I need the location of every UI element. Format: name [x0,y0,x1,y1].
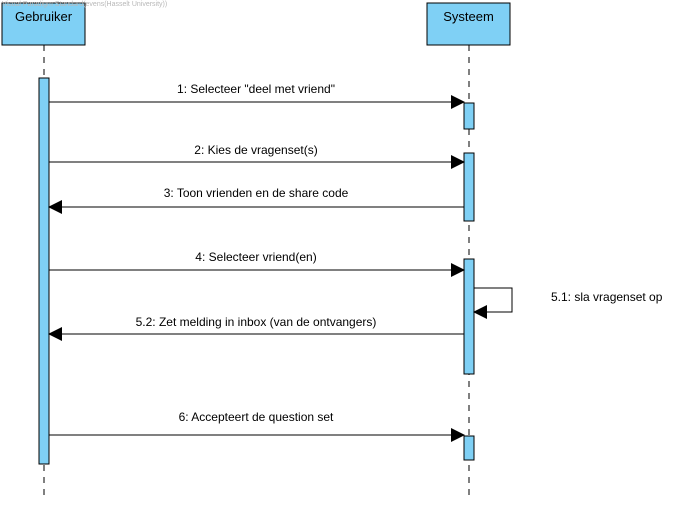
message-label-4: 4: Selecteer vriend(en) [195,250,316,264]
participant-box-systeem [426,2,511,46]
message-2[interactable]: 2: Kies de vragenset(s) [49,143,465,169]
message-5-1[interactable]: 5.1: sla vragenset op [473,287,663,319]
message-label-6: 6: Accepteert de question set [179,410,334,424]
message-label-5-1: 5.1: sla vragenset op [551,290,663,304]
message-4[interactable]: 4: Selecteer vriend(en) [49,250,465,277]
activation-bar-systeem-4[interactable] [463,435,475,461]
watermark: Visual Paradigm Standard(evens(Hasselt U… [2,1,168,8]
activation-bar-systeem-2[interactable] [463,152,475,222]
message-arrow-5-1 [473,287,513,319]
participant-label-systeem: Systeem [443,9,494,24]
message-label-5-2: 5.2: Zet melding in inbox (van de ontvan… [136,315,377,329]
message-1[interactable]: 1: Selecteer "deel met vriend" [49,82,465,109]
participant-systeem[interactable]: Systeem [426,2,511,46]
participant-label-gebruiker: Gebruiker [15,9,73,24]
participant-gebruiker[interactable]: Gebruiker [1,2,86,46]
message-3[interactable]: 3: Toon vrienden en de share code [48,186,464,214]
activation-bar-gebruiker[interactable] [38,77,50,465]
message-label-3: 3: Toon vrienden en de share code [164,186,349,200]
message-label-2: 2: Kies de vragenset(s) [194,143,317,157]
message-5-2[interactable]: 5.2: Zet melding in inbox (van de ontvan… [48,315,464,341]
activation-bar-systeem-3[interactable] [463,258,475,375]
message-6[interactable]: 6: Accepteert de question set [49,410,465,442]
activation-bar-systeem-1[interactable] [463,102,475,130]
participant-box-gebruiker [1,2,86,46]
message-label-1: 1: Selecteer "deel met vriend" [177,82,335,96]
